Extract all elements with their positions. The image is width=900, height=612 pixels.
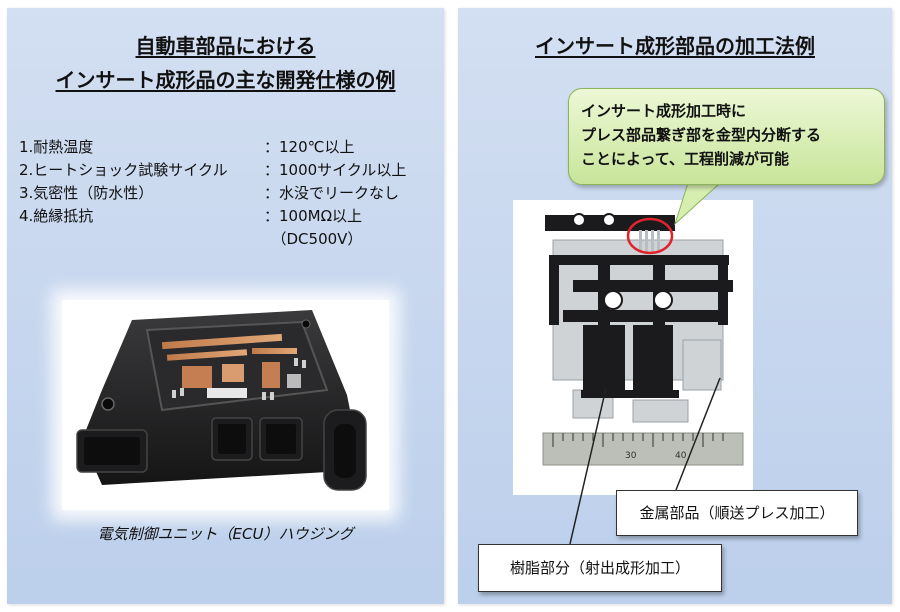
spec-value: ：1000サイクル以上 [264, 161, 407, 179]
left-title-line2: インサート成形品の主な開発仕様の例 [55, 68, 396, 92]
ruler-tick-label: 40 [675, 451, 687, 461]
metal-part-label: 金属部品（順送プレス加工） [616, 490, 858, 536]
left-title-line1: 自動車部品における [135, 34, 316, 58]
callout-line: プレス部品繋ぎ部を金型内分断する [581, 126, 822, 144]
spec-value: ：100MΩ以上 [264, 207, 363, 225]
spec-label: 1.耐熱温度 [19, 138, 94, 156]
callout-line: ことによって、工程削減が可能 [581, 150, 790, 168]
spec-value: ：120℃以上 [264, 138, 355, 156]
callout-box: インサート成形加工時に プレス部品繋ぎ部を金型内分断する ことによって、工程削減… [568, 88, 885, 185]
insert-molded-part-photo: 30 40 [513, 200, 753, 495]
callout-text: インサート成形加工時に プレス部品繋ぎ部を金型内分断する ことによって、工程削減… [581, 99, 821, 171]
ecu-caption: 電気制御ユニット（ECU）ハウジング [97, 525, 354, 543]
ecu-housing-photo [62, 300, 389, 510]
ruler-tick-label: 30 [625, 451, 637, 461]
callout-line: インサート成形加工時に [581, 102, 747, 120]
spec-value: ：水没でリークなし [264, 184, 400, 202]
right-panel: インサート成形部品の加工法例 [458, 8, 892, 604]
spec-label: 3.気密性（防水性） [19, 184, 154, 202]
spec-value: （DC500V） [264, 230, 363, 248]
spec-label: 4.絶縁抵抗 [19, 207, 94, 225]
resin-part-label: 樹脂部分（射出成形加工） [478, 544, 722, 592]
right-title: インサート成形部品の加工法例 [535, 34, 815, 58]
left-panel: 自動車部品における インサート成形品の主な開発仕様の例 1.耐熱温度 ：120℃… [7, 8, 444, 604]
spec-label: 2.ヒートショック試験サイクル [19, 161, 228, 179]
highlight-circle [626, 217, 674, 255]
